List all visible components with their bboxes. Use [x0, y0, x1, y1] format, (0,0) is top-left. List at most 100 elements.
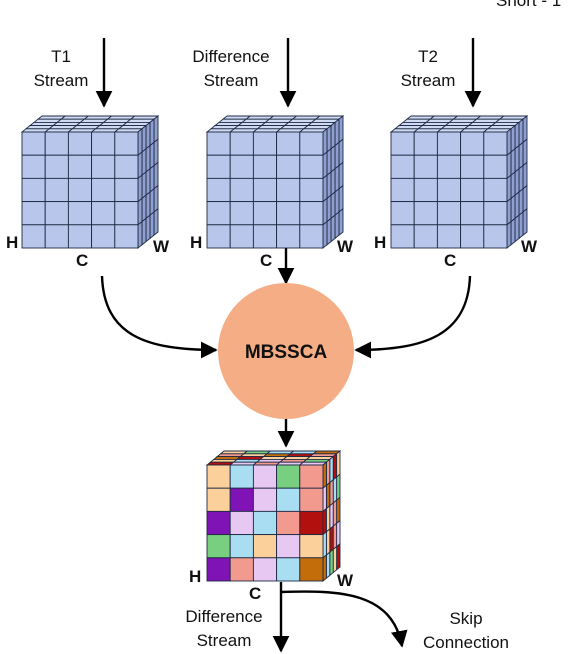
cube-front-cell — [114, 177, 139, 203]
cube-side-cell — [336, 496, 341, 525]
cube-side-cell — [522, 161, 528, 190]
cube-front-cell — [390, 154, 415, 179]
cube-side-cell — [332, 452, 338, 481]
cube-side-cell — [336, 450, 341, 478]
cube-side-cell — [522, 207, 528, 237]
cube-front-cell — [91, 201, 116, 226]
cube-front-cell — [206, 510, 231, 536]
cube-side-cell — [330, 167, 336, 197]
axis-label-h: H — [6, 233, 18, 252]
cube-front-cell — [206, 557, 231, 582]
cube-side-cell — [145, 144, 151, 173]
cube-side-cell — [322, 197, 328, 226]
cube-front-cell — [252, 464, 278, 489]
cube-side-cell — [149, 118, 155, 147]
cube-side-cell — [338, 184, 344, 213]
cube-front-cell — [252, 177, 278, 203]
output-label-line2: Stream — [197, 631, 252, 650]
cube-side-cell — [510, 124, 516, 153]
cube-front-cell — [229, 177, 254, 203]
cube-front-cell — [483, 177, 508, 203]
stream-label-line1: Difference — [192, 47, 269, 66]
cube-side-cell — [334, 211, 340, 240]
cube-front-cell — [413, 177, 438, 203]
cube-front-cell — [252, 131, 278, 156]
cube-front-cell — [299, 201, 324, 226]
cube-front-cell — [460, 131, 485, 156]
cube-side-cell — [514, 214, 520, 243]
cube-side-cell — [322, 174, 328, 203]
cube-side-cell — [510, 194, 516, 223]
cube-front-cell — [276, 224, 301, 249]
cube-side-cell — [153, 115, 159, 144]
cube-side-cell — [153, 207, 159, 237]
cube-side-cell — [514, 191, 520, 220]
difference-feature-cube — [205, 115, 345, 249]
cube-front-cell — [252, 224, 278, 249]
cube-side-cell — [329, 478, 334, 507]
stream-label-line2: Stream — [204, 71, 259, 90]
cube-side-cell — [518, 211, 524, 240]
cube-side-cell — [322, 151, 328, 180]
cube-front-cell — [229, 154, 254, 179]
t2-to-module-arrow — [354, 275, 472, 359]
cube-front-cell — [206, 464, 231, 489]
cube-front-cell — [114, 154, 139, 179]
cube-front-cell — [67, 177, 93, 203]
cube-front-cell — [44, 131, 69, 156]
cube-side-cell — [334, 118, 340, 147]
cube-side-cell — [149, 141, 155, 170]
cube-side-cell — [522, 138, 528, 167]
cube-front-cell — [21, 131, 46, 156]
cube-front-cell — [413, 224, 438, 249]
cube-front-cell — [252, 154, 278, 179]
axis-label-c: C — [444, 251, 456, 270]
axis-label-h: H — [190, 233, 202, 252]
stream-label-t2: T2 Stream — [401, 47, 456, 90]
cube-front-cell — [229, 534, 254, 559]
cube-side-cell — [137, 151, 143, 180]
cube-side-cell — [326, 124, 332, 153]
cube-side-cell — [325, 504, 331, 533]
cube-front-cell — [114, 224, 139, 249]
cube-front-cell — [483, 224, 508, 249]
axis-label-w: W — [153, 237, 170, 256]
cube-front-cell — [390, 224, 415, 249]
stream-label-difference: Difference Stream — [192, 47, 269, 90]
cube-front-cell — [91, 154, 116, 179]
cube-side-cell — [329, 548, 334, 577]
cube-side-cell — [332, 476, 338, 504]
cube-front-cell — [299, 557, 324, 582]
cube-front-cell — [21, 224, 46, 249]
cube-side-cell — [326, 171, 332, 200]
cube-front-cell — [483, 201, 508, 226]
cube-front-cell — [299, 487, 324, 512]
axis-label-c: C — [249, 584, 261, 603]
cube-side-cell — [514, 167, 520, 197]
cube-front-cell — [229, 510, 254, 536]
cube-front-cell — [390, 201, 415, 226]
cube-side-cell — [506, 174, 512, 203]
cube-side-cell — [153, 184, 159, 213]
stream-label-line1: T1 — [51, 47, 71, 66]
cube-front-cell — [276, 201, 301, 226]
cube-side-cell — [149, 211, 155, 240]
cube-side-cell — [518, 118, 524, 147]
mbssca-module — [218, 283, 354, 419]
cube-side-cell — [325, 481, 331, 510]
cube-side-cell — [326, 194, 332, 223]
cube-front-cell — [436, 201, 462, 226]
cube-side-cell — [506, 220, 512, 249]
output-feature-cube — [205, 450, 342, 582]
cube-side-cell — [137, 197, 143, 226]
cube-front-cell — [206, 177, 231, 203]
cube-front-cell — [276, 557, 301, 582]
cube-front-cell — [67, 154, 93, 179]
cube-side-cell — [149, 187, 155, 217]
cube-side-cell — [326, 217, 332, 246]
axis-label-c: C — [76, 251, 88, 270]
cube-front-cell — [67, 131, 93, 156]
cube-side-cell — [336, 473, 341, 502]
cube-front-cell — [436, 154, 462, 179]
cube-front-cell — [114, 131, 139, 156]
